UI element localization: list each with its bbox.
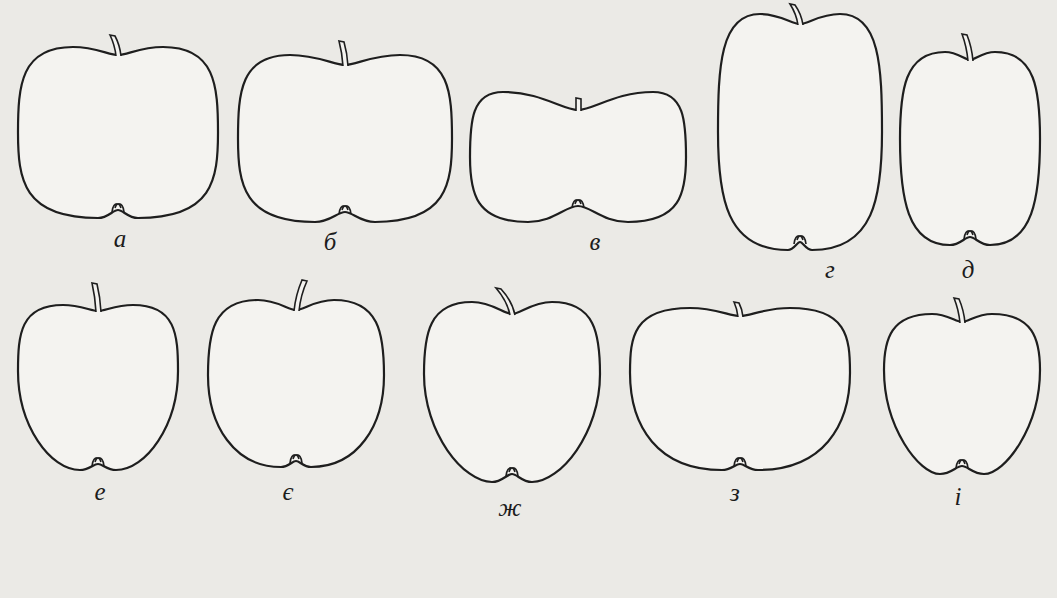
apple-shape [900, 34, 1040, 245]
apple-shape [630, 302, 850, 470]
apple-stem [294, 280, 307, 311]
apple-calyx [572, 200, 584, 208]
apple-calyx [794, 236, 806, 244]
apple-outline [470, 92, 686, 222]
apple-stem [496, 288, 515, 315]
apple-stem [576, 98, 581, 111]
apple-stem [954, 298, 965, 323]
apple-shape [238, 41, 452, 222]
apple-stem [962, 34, 973, 61]
variant-letter: в [590, 229, 601, 254]
variant-letter: ж [498, 495, 521, 520]
apple-calyx [290, 455, 302, 463]
apple-outline [718, 14, 882, 250]
variant-letter: е [94, 479, 105, 504]
apple-outline [884, 314, 1040, 474]
apple-outline [208, 300, 384, 467]
apple-outline [18, 305, 178, 470]
variant-letter: з [730, 480, 740, 505]
apple-calyx [506, 468, 518, 476]
variant-letter: і [955, 484, 962, 509]
apple-stem [790, 4, 803, 25]
apple-calyx [339, 206, 351, 214]
apple-outline [424, 302, 600, 482]
apple-calyx [956, 460, 968, 468]
apple-outline [18, 47, 218, 218]
apple-calyx [734, 458, 746, 466]
apple-stem [734, 302, 743, 317]
apple-calyx [92, 458, 104, 466]
variant-letter: є [283, 479, 294, 504]
apple-outline [238, 55, 452, 222]
apple-shape [208, 280, 384, 467]
apple-stem [92, 283, 101, 312]
apple-stem [110, 35, 121, 56]
variant-letter: а [114, 226, 127, 251]
apple-calyx [112, 204, 124, 212]
variant-letter: д [962, 257, 975, 282]
apple-outline [900, 52, 1040, 245]
apple-stem [339, 41, 348, 66]
apple-shape [884, 298, 1040, 474]
apple-shape [18, 35, 218, 218]
apple-shape [18, 283, 178, 470]
variant-letter: г [825, 257, 835, 282]
apple-shape [470, 92, 686, 222]
apple-calyx [964, 231, 976, 239]
apple-shape [424, 288, 600, 482]
variant-letter: б [324, 229, 337, 254]
apple-shape [718, 4, 882, 250]
apple-outline [630, 308, 850, 470]
